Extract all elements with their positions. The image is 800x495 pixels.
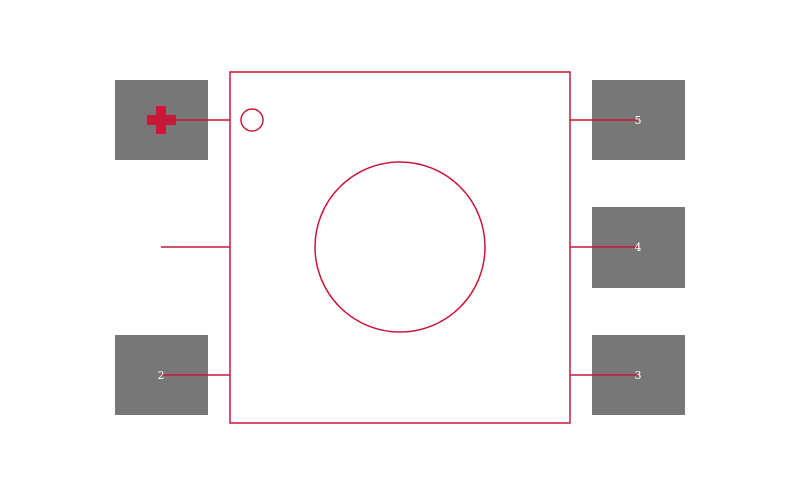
pad-label-3: 3	[635, 369, 642, 382]
pad-label-2: 2	[158, 369, 165, 382]
plus-cross-icon	[147, 106, 176, 134]
pad-label-4: 4	[635, 241, 642, 254]
center-circle	[314, 161, 486, 333]
pin1-indicator-circle	[240, 108, 264, 132]
pad-label-5: 5	[635, 114, 642, 127]
